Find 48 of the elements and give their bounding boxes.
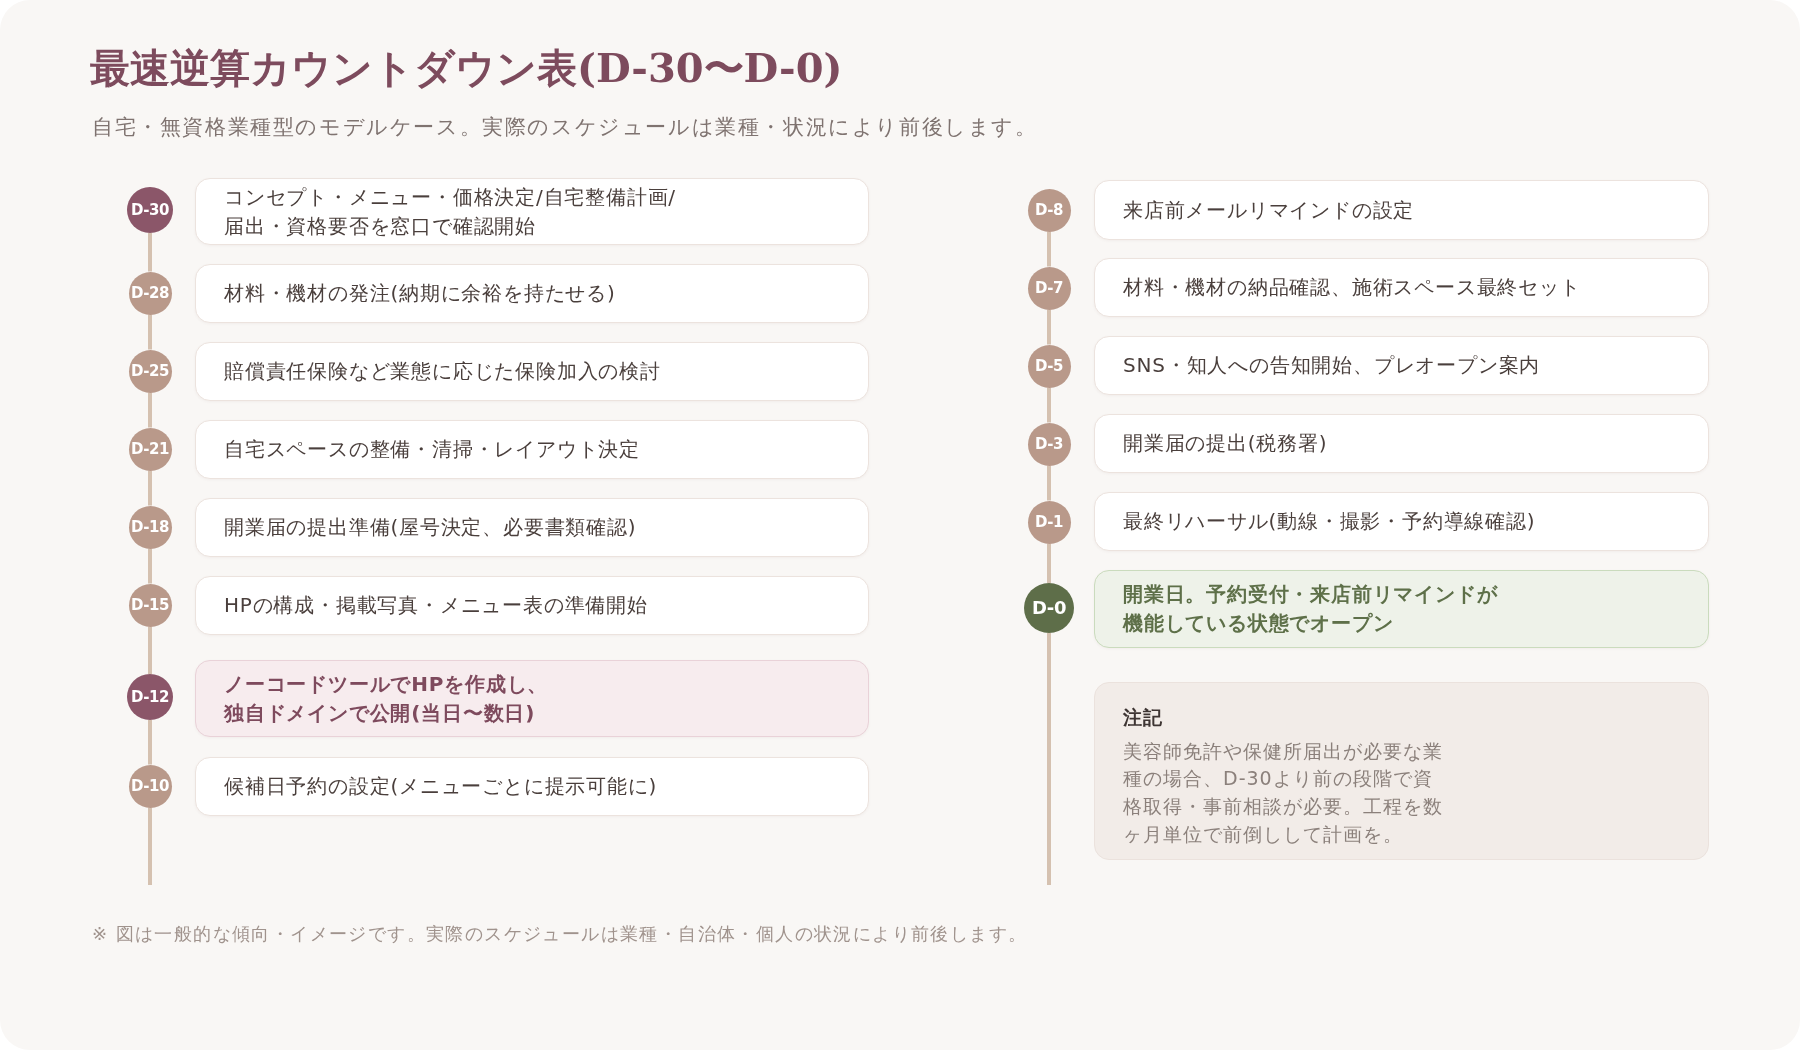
timeline-line — [148, 807, 152, 885]
subtitle: 自宅・無資格業種型のモデルケース。実際のスケジュールは業種・状況により前後します。 — [92, 114, 1038, 141]
timeline-line — [148, 626, 152, 674]
opening-day-card: 開業日。予約受付・来店前リマインドが機能している状態でオープン — [1094, 570, 1709, 648]
note-text: 美容師免許や保健所届出が必要な業種の場合、D-30より前の段階で資格取得・事前相談が必要。工程を数ヶ月単位で前倒しして計画を。 — [1123, 738, 1444, 848]
task-card: 自宅スペースの整備・清掃・レイアウト決定 — [195, 420, 869, 479]
timeline-line — [148, 392, 152, 428]
task-card: 開業届の提出(税務署) — [1094, 414, 1709, 473]
timeline-line — [1047, 387, 1051, 423]
day-marker: D-5 — [1027, 344, 1071, 388]
day-marker: D-12 — [127, 674, 173, 720]
timeline-line — [1047, 309, 1051, 345]
task-card: 材料・機材の納品確認、施術スペース最終セット — [1094, 258, 1709, 317]
footnote: ※ 図は一般的な傾向・イメージです。実際のスケジュールは業種・自治体・個人の状況により前後します。 — [92, 922, 1028, 946]
day-marker: D-25 — [128, 349, 172, 393]
day-marker: D-30 — [127, 187, 173, 233]
note-panel — [1094, 682, 1709, 860]
timeline-line — [148, 548, 152, 584]
timeline-line — [148, 720, 152, 765]
day-marker: D-21 — [128, 427, 172, 471]
title: 最速逆算カウントダウン表(D-30〜D-0) — [90, 44, 843, 92]
task-card: 開業届の提出準備(屋号決定、必要書類確認) — [195, 498, 869, 557]
timeline-line — [1047, 465, 1051, 501]
timeline-line — [1047, 231, 1051, 267]
day-marker: D-10 — [128, 764, 172, 808]
day-marker: D-1 — [1027, 500, 1071, 544]
task-card: 材料・機材の発注(納期に余裕を持たせる) — [195, 264, 869, 323]
day-marker: D-7 — [1027, 266, 1071, 310]
highlight-card: ノーコードツールでHPを作成し、独自ドメインで公開(当日〜数日) — [195, 660, 869, 737]
task-card: 賠償責任保険など業態に応じた保険加入の検討 — [195, 342, 869, 401]
task-card: 来店前メールリマインドの設定 — [1094, 180, 1709, 240]
day-marker: D-18 — [128, 505, 172, 549]
day-marker: D-8 — [1027, 188, 1071, 232]
task-card: 候補日予約の設定(メニューごとに提示可能に) — [195, 757, 869, 816]
timeline-line — [148, 470, 152, 506]
note-heading: 注記 — [1123, 705, 1164, 730]
day-marker: D-0 — [1024, 583, 1074, 633]
timeline-line — [1047, 543, 1051, 583]
timeline-line — [1047, 633, 1051, 885]
task-card: HPの構成・掲載写真・メニュー表の準備開始 — [195, 576, 869, 635]
task-card: コンセプト・メニュー・価格決定/自宅整備計画/届出・資格要否を窓口で確認開始 — [195, 178, 869, 245]
task-card: 最終リハーサル(動線・撮影・予約導線確認) — [1094, 492, 1709, 551]
day-marker: D-28 — [128, 271, 172, 315]
timeline-line — [148, 233, 152, 272]
day-marker: D-15 — [128, 583, 172, 627]
timeline-line — [148, 314, 152, 350]
day-marker: D-3 — [1027, 422, 1071, 466]
task-card: SNS・知人への告知開始、プレオープン案内 — [1094, 336, 1709, 395]
